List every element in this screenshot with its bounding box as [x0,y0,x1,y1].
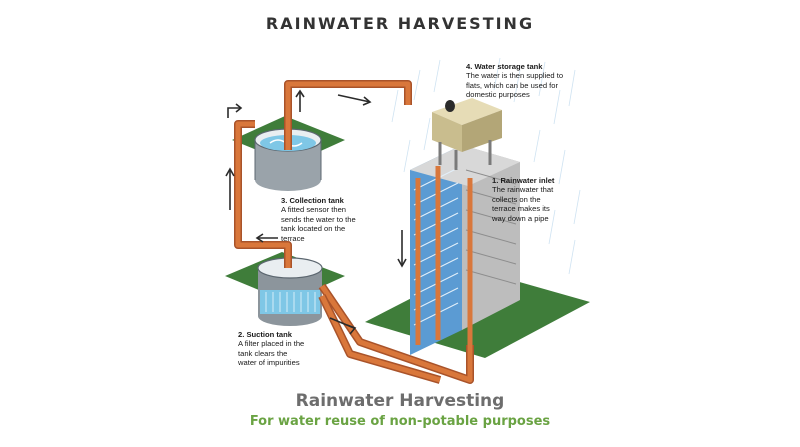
step-1-description: The rainwater that collects on the terra… [492,185,554,223]
step-3-label: 3. Collection tank A fitted sensor then … [281,196,356,243]
step-3-line: sends the water to the [281,214,356,224]
step-4-line: The water is then supplied to [466,71,564,81]
step-4-line: domestic purposes [466,90,530,100]
step-2-description: A filter placed in the tank clears the w… [238,339,304,367]
step-4-description: The water is then supplied to flats, whi… [466,71,563,99]
pipes [234,80,474,384]
step-2-line: A filter placed in the [238,339,305,349]
building [410,98,520,355]
step-1-label: 1. Rainwater inlet The rainwater that co… [492,176,554,223]
step-1-line: way down a pipe [492,213,549,223]
rain [391,57,581,275]
step-2-label: 2. Suction tank A filter placed in the t… [238,330,304,368]
step-1-line: terrace makes its [492,204,550,214]
step-3-line: tank located on the [281,224,346,234]
suction-tank [257,257,323,326]
page-title: RAINWATER HARVESTING [265,14,535,33]
step-1-title: 1. Rainwater inlet [492,176,555,185]
step-3-description: A fitted sensor then sends the water to … [281,205,356,243]
step-1-line: collects on the [492,194,541,204]
step-4-title: 4. Water storage tank [466,62,543,71]
footer-subtitle: For water reuse of non-potable purposes [249,414,551,429]
step-2-line: water of impurities [238,358,300,368]
step-3-line: A fitted sensor then [281,205,347,215]
step-2-title: 2. Suction tank [238,330,293,339]
step-2-line: tank clears the [238,348,288,358]
step-3-title: 3. Collection tank [281,196,344,205]
step-4-line: flats, which can be used for [466,80,559,90]
step-3-line: terrace [281,233,305,243]
footer-title: Rainwater Harvesting [295,391,505,411]
flow-arrows [225,89,407,335]
step-4-label: 4. Water storage tank The water is then … [466,62,563,100]
step-1-line: The rainwater that [492,185,554,195]
